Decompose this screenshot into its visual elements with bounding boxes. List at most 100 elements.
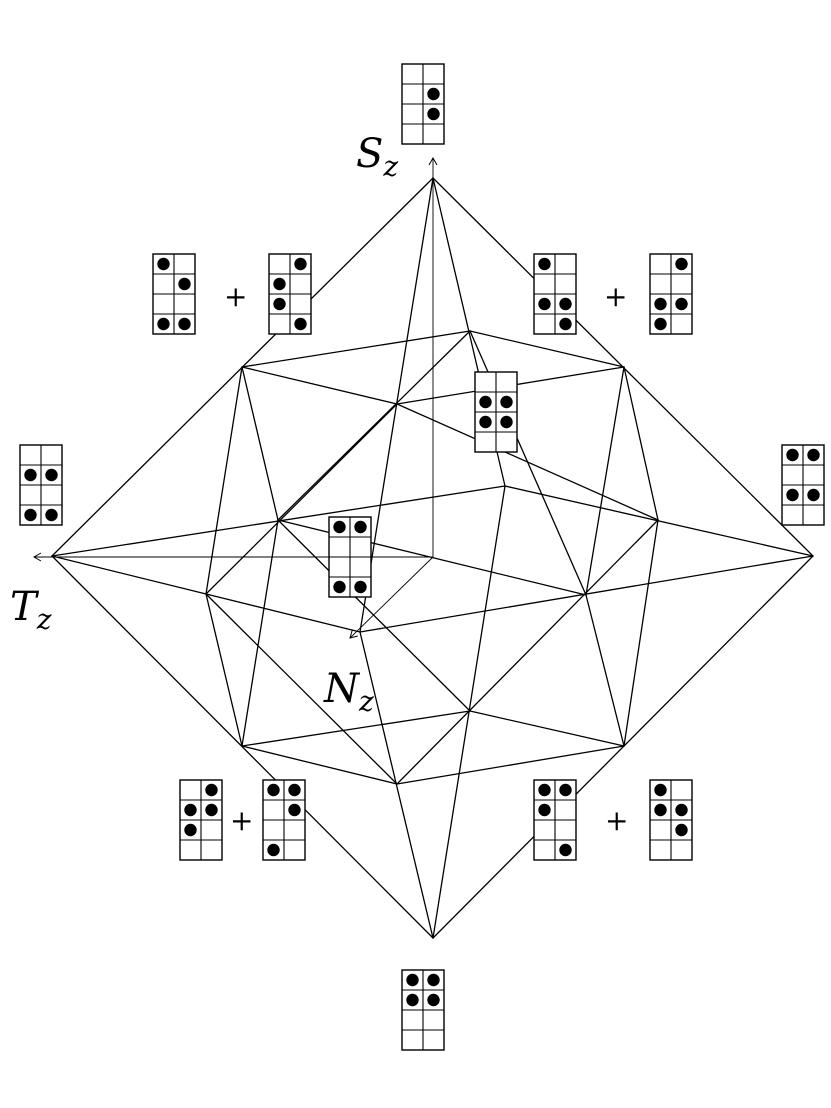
grid-dot <box>500 415 513 429</box>
grid-dot <box>294 257 307 271</box>
grid-dot <box>538 257 551 271</box>
grid-dot <box>354 580 367 594</box>
grid-dot <box>184 823 197 837</box>
grid-dot <box>807 448 820 462</box>
grid-dot <box>178 317 191 331</box>
grid-dot <box>157 317 170 331</box>
grid-dot <box>559 843 572 857</box>
n-axis-label: Nz <box>323 666 374 718</box>
edge-rm-lr <box>585 594 625 747</box>
grid-dot <box>427 993 440 1007</box>
plus-lower-right: + <box>605 804 628 837</box>
grid-dot <box>267 783 280 797</box>
grid-dot <box>273 277 286 291</box>
grid-dot <box>427 973 440 987</box>
grid-dot <box>267 843 280 857</box>
edge-C-B <box>359 631 434 939</box>
edge-ur-rf <box>623 366 659 521</box>
grid-dot <box>205 783 218 797</box>
grid-dot <box>406 993 419 1007</box>
edge-rf-bm <box>396 519 659 785</box>
grid-dot <box>354 520 367 534</box>
edge-uc-ur <box>469 330 625 368</box>
edge-lm-ll <box>205 593 243 747</box>
grid-dot <box>559 317 572 331</box>
grid-lower-left-a <box>179 779 223 861</box>
edge-lf-rm <box>277 519 587 596</box>
plus-lower-left: + <box>230 804 253 837</box>
grid-dot <box>479 415 492 429</box>
s-axis-label: Sz <box>356 131 398 183</box>
edge-ll-bm <box>241 745 398 785</box>
grid-dot <box>675 803 688 817</box>
grid-dot <box>406 973 419 987</box>
grid-dot <box>559 297 572 311</box>
grid-dot <box>273 297 286 311</box>
grid-dot <box>333 520 346 534</box>
grid-dot <box>538 783 551 797</box>
grid-center <box>328 516 372 598</box>
grid-figures <box>19 63 825 1051</box>
grid-dot <box>24 508 37 522</box>
grid-dot <box>288 783 301 797</box>
edge-lc-lr <box>469 710 625 747</box>
grid-lower-left-b <box>262 779 306 861</box>
grid-top <box>401 63 445 145</box>
grid-dot <box>288 803 301 817</box>
grid-dot <box>205 803 218 817</box>
edge-bm-lr <box>396 745 625 785</box>
grid-dot <box>427 87 440 101</box>
grid-dot <box>45 508 58 522</box>
grid-dot <box>675 257 688 271</box>
edge-ul-lm <box>205 366 243 595</box>
grid-dot <box>654 297 667 311</box>
grid-upper-right-a <box>533 253 577 335</box>
polytope-edges <box>51 177 814 939</box>
grid-dot <box>654 783 667 797</box>
grid-dot <box>178 277 191 291</box>
edge-ur-rm <box>585 366 625 596</box>
grid-dot <box>786 448 799 462</box>
grid-dot <box>538 297 551 311</box>
grid-dot <box>45 468 58 482</box>
edge-lm-bm <box>205 593 398 785</box>
edge-lf-ll <box>241 519 279 747</box>
plus-upper-left: + <box>224 280 247 313</box>
edge-uc-rm <box>469 330 587 596</box>
grid-dot <box>786 488 799 502</box>
grid-dot <box>157 257 170 271</box>
grid-center-upper <box>474 371 518 453</box>
grid-upper-right-b <box>649 253 693 335</box>
grid-dot <box>675 297 688 311</box>
edge-um-lm <box>205 403 398 595</box>
grid-dot <box>538 803 551 817</box>
n-axis <box>349 556 434 639</box>
edge-G-R <box>504 485 814 557</box>
grid-dot <box>807 488 820 502</box>
edge-lf-uc <box>277 330 471 521</box>
grid-upper-left-b <box>268 253 312 335</box>
plus-upper-right: + <box>604 280 627 313</box>
edge-ul-lf <box>241 366 279 521</box>
grid-dot <box>333 580 346 594</box>
grid-left <box>19 444 63 526</box>
grid-dot <box>654 803 667 817</box>
grid-dot <box>479 395 492 409</box>
edge-B-R <box>432 555 814 939</box>
grid-lower-right-a <box>533 779 577 861</box>
edge-B-L <box>51 555 434 939</box>
grid-dot <box>294 317 307 331</box>
grid-dot <box>184 803 197 817</box>
grid-right <box>781 444 825 526</box>
grid-dot <box>675 823 688 837</box>
t-axis-label: Tz <box>10 584 52 636</box>
grid-lower-right-b <box>649 779 693 861</box>
grid-dot <box>500 395 513 409</box>
edge-ul-uc <box>241 330 471 368</box>
grid-upper-left-a <box>152 253 196 335</box>
edge-rf-lr <box>623 519 659 747</box>
grid-dot <box>427 107 440 121</box>
grid-bottom <box>401 969 445 1051</box>
edge-lf-lc <box>277 519 471 712</box>
